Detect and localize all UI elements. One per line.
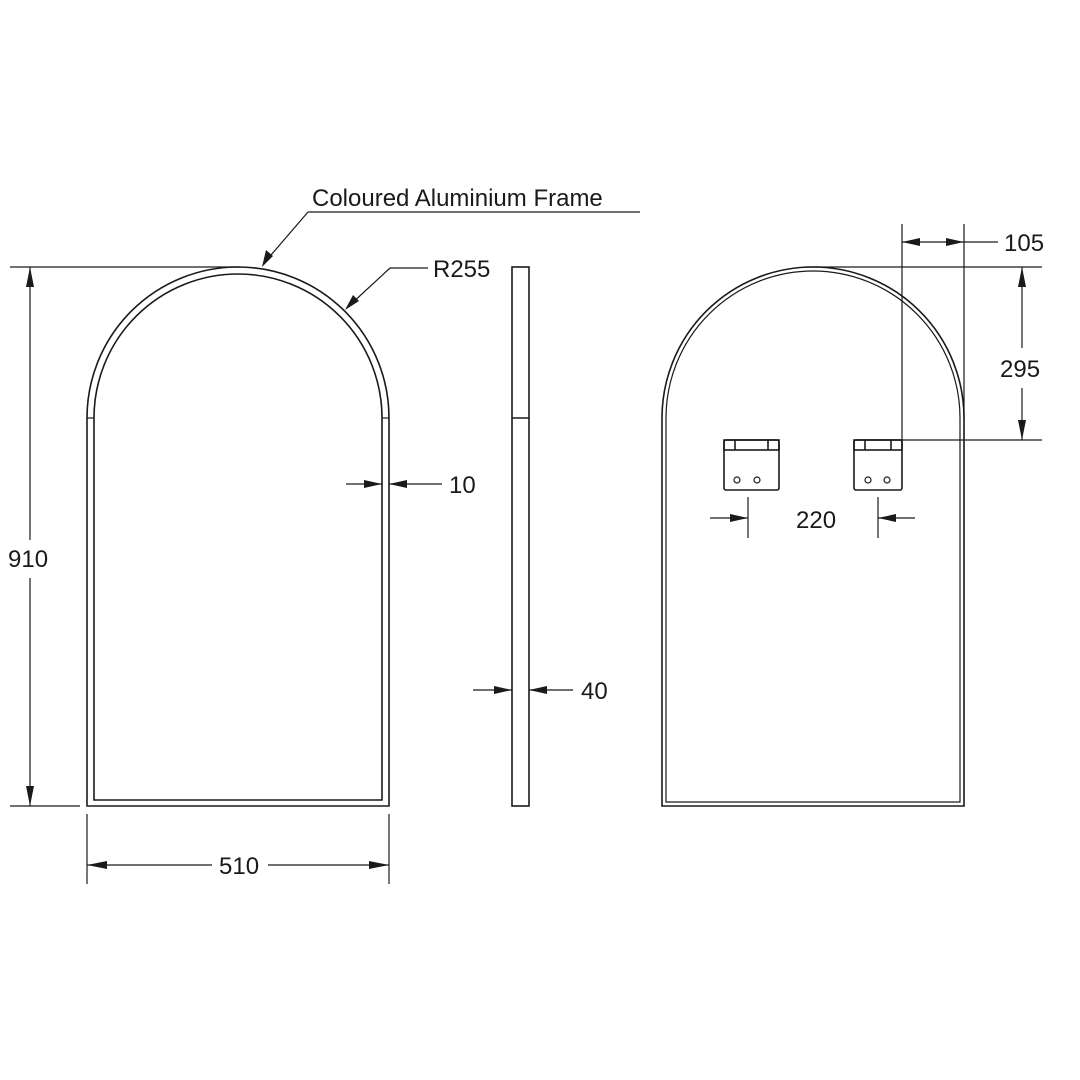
dimension-width	[86, 814, 390, 884]
width-dimension-label: 510	[219, 853, 259, 880]
side-view	[511, 266, 530, 807]
bracket-offset-y-label: 295	[1000, 356, 1040, 383]
dimension-height	[10, 266, 240, 807]
depth-dimension-label: 40	[581, 678, 608, 705]
rear-view	[661, 266, 965, 807]
callout-radius	[345, 267, 428, 310]
dimension-frame-thickness	[346, 480, 442, 488]
dimension-depth	[473, 686, 573, 694]
height-dimension-label: 910	[8, 546, 48, 573]
bracket-offset-x-label: 105	[1004, 230, 1044, 257]
callout-frame	[262, 211, 640, 267]
radius-callout-label: R255	[433, 256, 490, 283]
front-view	[86, 266, 390, 807]
bracket-spacing-label: 220	[796, 507, 836, 534]
frame-callout-label: Coloured Aluminium Frame	[312, 185, 603, 212]
rear-inner-frame	[665, 270, 961, 803]
wall-bracket-left	[723, 439, 780, 491]
front-outer-frame	[86, 266, 390, 807]
side-profile	[511, 266, 530, 807]
front-inner-frame	[93, 273, 383, 801]
wall-bracket-right	[853, 439, 903, 491]
dimension-bracket-spacing	[710, 497, 915, 538]
rear-outer-frame	[661, 266, 965, 807]
frame-thickness-label: 10	[449, 472, 476, 499]
dimension-bracket-offset-x	[901, 224, 998, 440]
dimension-bracket-offset-y	[805, 266, 1042, 441]
